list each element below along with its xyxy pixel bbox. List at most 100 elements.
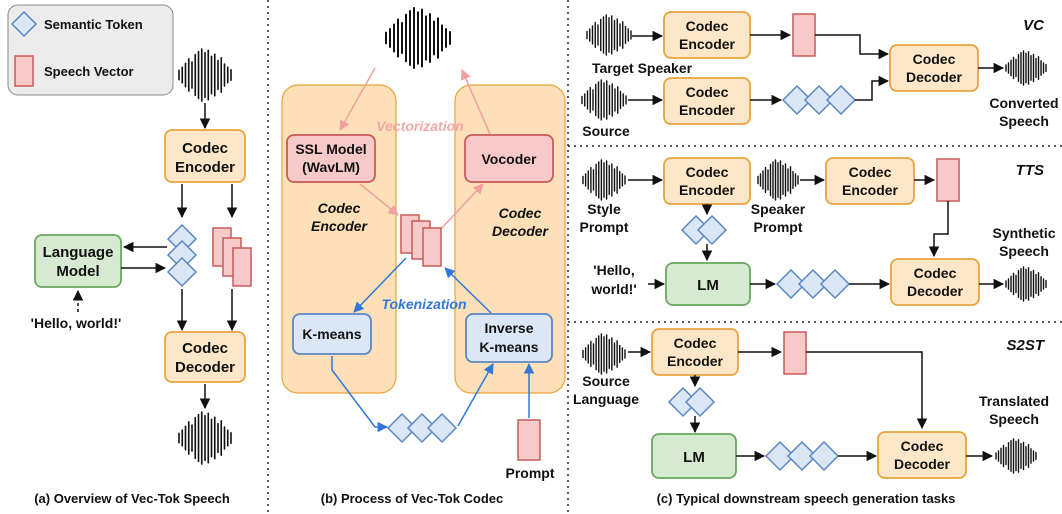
speech-vector-icon <box>232 247 252 287</box>
semantic-token-icon <box>764 440 796 472</box>
target-speaker-waveform-icon <box>586 14 632 56</box>
vc-decoder-line1: Codec <box>913 51 956 67</box>
semantic-token-icon <box>386 412 418 444</box>
codec-decoder-title-line1: Codec <box>499 205 542 221</box>
source-label: Source <box>582 123 630 139</box>
semantic-token-icon <box>825 84 857 116</box>
panel-c-s2st: S2ST Source Language Codec Encoder LM Co… <box>573 328 1049 506</box>
speaker-prompt-waveform-icon <box>757 159 799 201</box>
codec-encoder-title-line2: Encoder <box>311 218 369 234</box>
semantic-token-icon <box>781 84 813 116</box>
converted-speech-waveform-icon <box>1005 50 1047 86</box>
caption-a: (a) Overview of Vec-Tok Speech <box>34 491 230 506</box>
semantic-token-icon <box>803 84 835 116</box>
s2st-decoder-line2: Decoder <box>894 456 951 472</box>
panel-b: Vectorization SSL Model (WavLM) Vocoder … <box>281 7 566 506</box>
semantic-token-icon <box>10 10 38 38</box>
translated-speech-line1: Translated <box>979 393 1049 409</box>
style-prompt-line1: Style <box>587 201 621 217</box>
vc-tag: VC <box>1023 17 1045 34</box>
s2st-tag: S2ST <box>1006 337 1045 354</box>
ssl-model-line1: SSL Model <box>295 141 366 157</box>
top-waveform-icon <box>385 7 451 69</box>
style-prompt-line2: Prompt <box>580 219 629 235</box>
codec-encoder-box <box>164 129 246 183</box>
semantic-token-icon <box>696 214 728 246</box>
vc-encoder2-line2: Encoder <box>679 102 736 118</box>
tts-encoder2-line1: Codec <box>849 164 892 180</box>
panel-a: Codec Encoder Language Model 'Hello, wor… <box>31 48 252 506</box>
codec-encoder-line2: Encoder <box>175 159 235 176</box>
codec-decoder-title-line2: Decoder <box>492 223 550 239</box>
speech-vector-icon <box>792 13 816 57</box>
semantic-token-icon <box>775 268 807 300</box>
vocoder-label: Vocoder <box>482 151 538 167</box>
vectorization-label: Vectorization <box>376 118 463 134</box>
translated-speech-line2: Speech <box>989 411 1039 427</box>
codec-encoder-line1: Codec <box>182 140 228 157</box>
codec-decoder-line1: Codec <box>182 340 228 357</box>
s2st-decoder-box <box>877 431 967 479</box>
tts-encoder2-line2: Encoder <box>842 182 899 198</box>
kmeans-box <box>292 313 372 355</box>
semantic-token-icon <box>166 256 198 288</box>
vc-encoder1-line2: Encoder <box>679 36 736 52</box>
inverse-kmeans-line1: Inverse <box>484 320 533 336</box>
source-language-line2: Language <box>573 391 639 407</box>
legend-box: Semantic Token Speech Vector <box>7 4 174 96</box>
target-speaker-label: Target Speaker <box>592 60 693 76</box>
inverse-kmeans-box <box>465 313 553 363</box>
semantic-token-icon <box>797 268 829 300</box>
input-waveform-icon <box>178 48 232 102</box>
source-language-waveform-icon <box>582 333 626 375</box>
tokenization-label: Tokenization <box>381 296 466 312</box>
text-input-label: 'Hello, world!' <box>31 315 122 331</box>
semantic-token-icon <box>819 268 851 300</box>
language-model-line1: Language <box>43 244 114 261</box>
vc-encoder2-line1: Codec <box>686 84 729 100</box>
panel-c-vc: VC Target Speaker Codec Encoder Codec De… <box>581 11 1059 139</box>
caption-b: (b) Process of Vec-Tok Codec <box>321 491 504 506</box>
prompt-label: Prompt <box>506 465 555 481</box>
panel-c-tts: TTS Style Prompt Codec Encoder Speaker P… <box>580 157 1056 306</box>
language-model-line2: Model <box>56 263 99 280</box>
semantic-token-icon <box>426 412 458 444</box>
ssl-model-box <box>286 134 376 183</box>
synthetic-speech-line1: Synthetic <box>992 225 1055 241</box>
s2st-lm-label: LM <box>683 449 705 466</box>
vocoder-box <box>464 134 554 183</box>
s2st-encoder-line2: Encoder <box>667 353 724 369</box>
converted-speech-line1: Converted <box>989 95 1058 111</box>
speech-vector-icon <box>936 158 960 202</box>
semantic-token-icon <box>808 440 840 472</box>
vc-encoder1-line1: Codec <box>686 18 729 34</box>
vc-decoder-line2: Decoder <box>906 69 963 85</box>
semantic-token-icon <box>406 412 438 444</box>
tts-lm-label: LM <box>697 277 719 294</box>
tts-decoder-line2: Decoder <box>907 283 964 299</box>
speaker-prompt-line1: Speaker <box>751 201 806 217</box>
source-waveform-icon <box>581 79 627 121</box>
speaker-prompt-line2: Prompt <box>754 219 803 235</box>
caption-c: (c) Typical downstream speech generation… <box>657 491 956 506</box>
tts-encoder1-line2: Encoder <box>679 182 736 198</box>
legend-speech-vector: Speech Vector <box>44 64 134 79</box>
semantic-token-icon <box>684 386 716 418</box>
tts-tag: TTS <box>1016 162 1044 179</box>
ssl-model-line2: (WavLM) <box>302 159 360 175</box>
s2st-encoder-line1: Codec <box>674 335 717 351</box>
tts-decoder-box <box>890 258 980 306</box>
converted-speech-line2: Speech <box>999 113 1049 129</box>
output-waveform-icon <box>178 411 232 465</box>
prompt-vector-icon <box>517 419 541 461</box>
language-model-box <box>34 234 122 288</box>
semantic-token-icon <box>786 440 818 472</box>
inverse-kmeans-line2: K-means <box>479 339 538 355</box>
translated-speech-waveform-icon <box>995 438 1037 474</box>
kmeans-label: K-means <box>302 326 361 342</box>
synthetic-speech-waveform-icon <box>1005 266 1047 302</box>
tts-text-line1: 'Hello, <box>593 262 634 278</box>
synthetic-speech-line2: Speech <box>999 243 1049 259</box>
speech-vector-icon <box>14 55 34 87</box>
